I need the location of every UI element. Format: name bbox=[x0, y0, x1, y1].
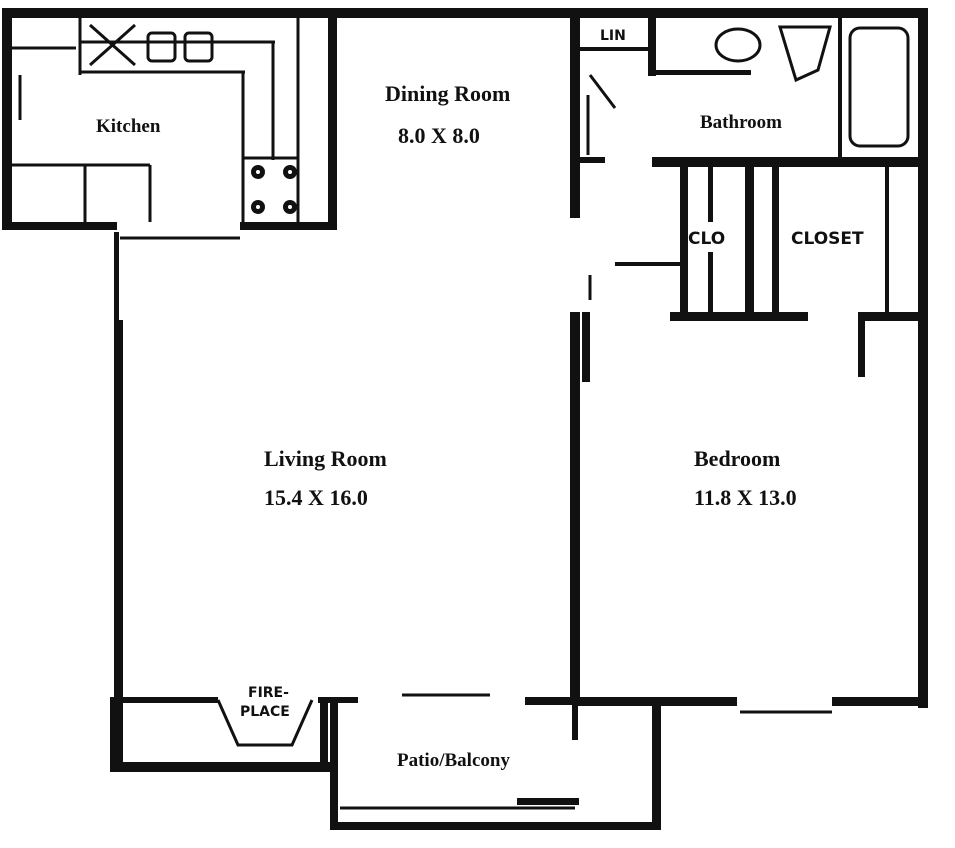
dining-room-label: Dining Room bbox=[385, 81, 511, 106]
living-room-label: Living Room bbox=[264, 446, 387, 471]
dining-room-dimensions: 8.0 X 8.0 bbox=[398, 123, 480, 148]
closet-label: CLOSET bbox=[791, 229, 864, 249]
living-room-dimensions: 15.4 X 16.0 bbox=[264, 485, 368, 510]
bathroom-label: Bathroom bbox=[700, 112, 782, 133]
clo-label: CLO bbox=[688, 229, 726, 249]
bedroom-dimensions: 11.8 X 13.0 bbox=[694, 485, 797, 510]
kitchen-label: Kitchen bbox=[96, 116, 161, 137]
patio-balcony-label: Patio/Balcony bbox=[397, 750, 510, 771]
linen-closet-label: LIN bbox=[600, 28, 626, 44]
fireplace-label-line2: PLACE bbox=[240, 704, 290, 720]
fireplace-label-line1: FIRE- bbox=[248, 685, 289, 701]
bedroom-label: Bedroom bbox=[694, 446, 781, 471]
